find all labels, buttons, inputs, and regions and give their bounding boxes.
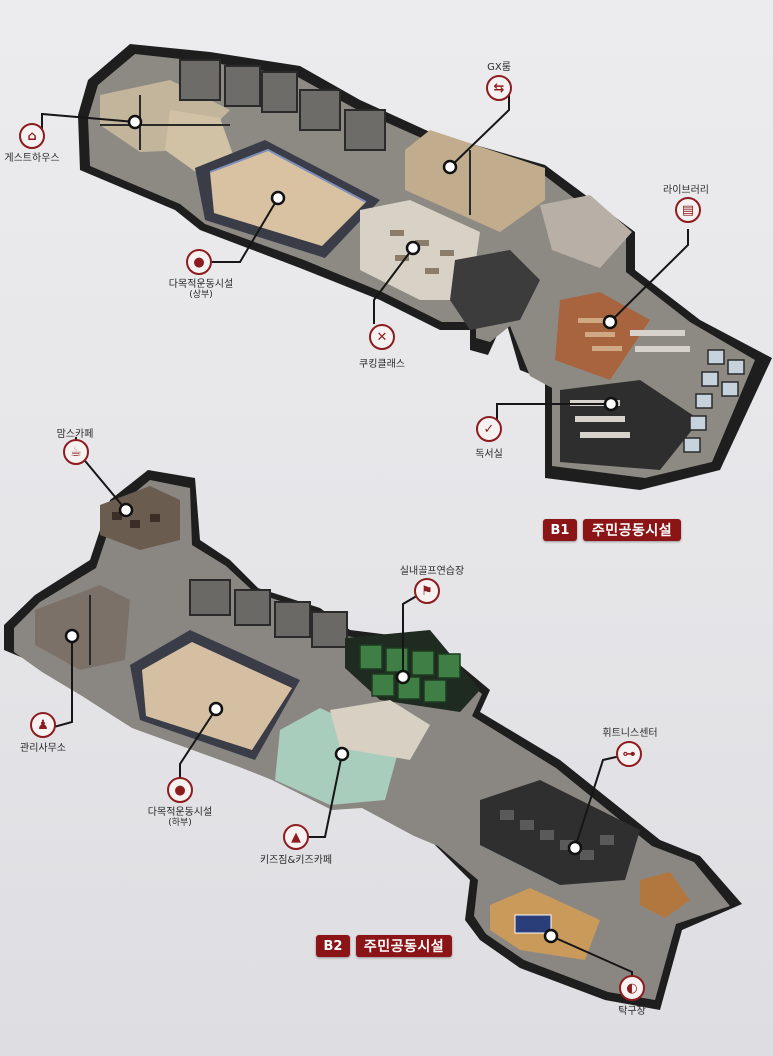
table-tennis-icon: ◐ [619, 975, 645, 1001]
kids-icon: ▲ [283, 824, 309, 850]
basketball-icon: ● [167, 777, 193, 803]
gx-room-icon: ⇆ [486, 75, 512, 101]
leader-dots [64, 114, 619, 944]
facility-label-guesthouse: 게스트하우스 [4, 153, 60, 164]
guesthouse-icon: ⌂ [19, 123, 45, 149]
b1-floor-plan [78, 44, 772, 490]
facility-label-reading-room: 독서실 [475, 449, 503, 460]
facility-label-sports-lower: 다목적운동시설 [147, 807, 213, 818]
facility-sublabel-sports-upper: (상부) [189, 290, 213, 300]
cooking-icon: ✕ [369, 324, 395, 350]
level-code-badge-b2: B2 [316, 935, 350, 957]
cafe-icon: ☕ [63, 439, 89, 465]
facility-label-library: 라이브러리 [663, 185, 709, 196]
facility-label-kids-gym-cafe: 키즈짐&키즈카페 [259, 855, 333, 866]
basketball-icon: ● [186, 249, 212, 275]
facility-label-indoor-golf: 실내골프연습장 [399, 566, 465, 577]
facility-sublabel-sports-lower: (하부) [168, 818, 192, 828]
level-code-badge-b1: B1 [543, 519, 577, 541]
level-title-badge-b1: 주민공동시설 [583, 519, 681, 541]
facility-label-sports-upper: 다목적운동시설 [168, 279, 234, 290]
leader-lines [41, 88, 689, 988]
library-icon: ▤ [675, 197, 701, 223]
facility-label-gx-room: GX룸 [487, 62, 511, 73]
facility-label-fitness-center: 휘트니스센터 [602, 728, 658, 739]
fitness-icon: ⊶ [616, 741, 642, 767]
facility-label-moms-cafe: 맘스카페 [56, 429, 94, 440]
level-title-badge-b2: 주민공동시설 [356, 935, 452, 957]
facility-label-cooking-class: 쿠킹클래스 [359, 359, 405, 370]
b2-floor-plan [4, 470, 742, 1010]
reading-room-icon: ✓ [476, 416, 502, 442]
management-office-icon: ♟ [30, 712, 56, 738]
facility-label-management-office: 관리사무소 [20, 743, 66, 754]
facility-label-table-tennis: 탁구장 [618, 1006, 646, 1017]
golf-icon: ⚑ [414, 578, 440, 604]
